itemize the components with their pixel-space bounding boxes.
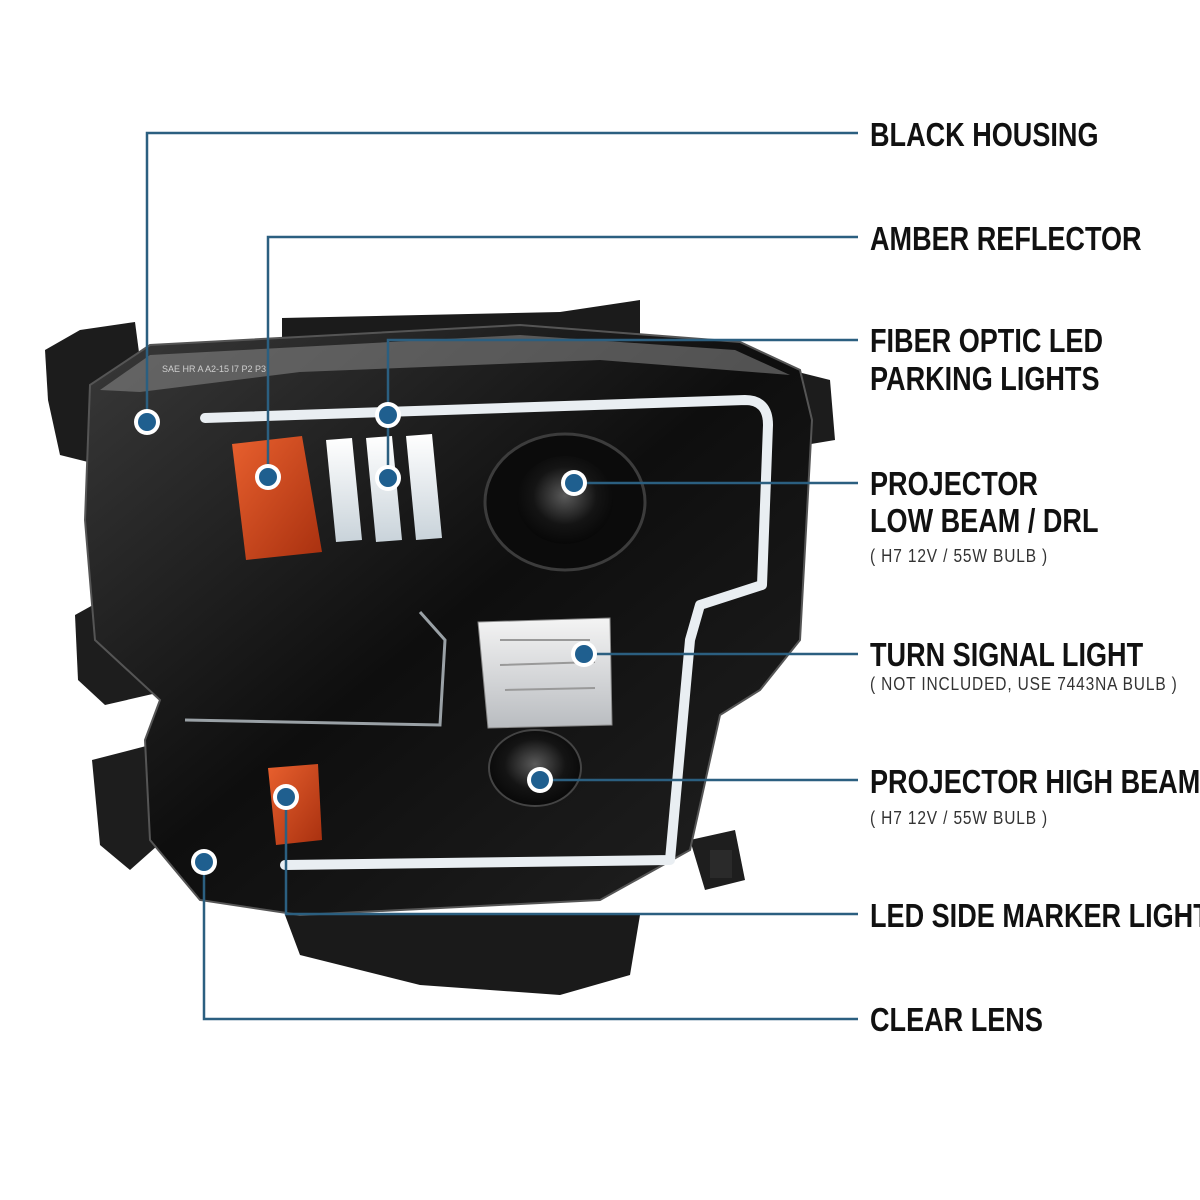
label-amber-reflector: AMBER REFLECTOR bbox=[870, 220, 1142, 257]
dot-black-housing bbox=[134, 409, 160, 435]
label-projector-high: PROJECTOR HIGH BEAM bbox=[870, 763, 1200, 800]
leader-black-housing bbox=[145, 131, 858, 422]
lower-light-bar bbox=[184, 611, 447, 727]
note-projector-high: ( H7 12V / 55W BULB ) bbox=[870, 808, 1049, 828]
callout-dots bbox=[134, 402, 597, 875]
label-side-marker: LED SIDE MARKER LIGHT bbox=[870, 897, 1200, 934]
leader-fiber-optic bbox=[386, 338, 858, 478]
label-fiber-optic-line2: PARKING LIGHTS bbox=[870, 360, 1100, 397]
dot-turn-signal bbox=[571, 641, 597, 667]
leader-clear-lens bbox=[202, 862, 858, 1021]
note-projector-low: ( H7 12V / 55W BULB ) bbox=[870, 546, 1049, 566]
dot-fiber-optic-top bbox=[375, 402, 401, 428]
label-clear-lens: CLEAR LENS bbox=[870, 1001, 1043, 1038]
label-fiber-optic-line1: FIBER OPTIC LED bbox=[870, 322, 1104, 359]
dot-fiber-optic-bottom bbox=[375, 465, 401, 491]
drl-light-bar bbox=[200, 395, 773, 870]
label-projector-low-line2: LOW BEAM / DRL bbox=[870, 502, 1099, 539]
turn-signal-reflector bbox=[477, 617, 613, 729]
low-beam-projector-lens bbox=[517, 456, 613, 544]
leader-amber-reflector bbox=[266, 235, 858, 477]
connector bbox=[710, 850, 732, 878]
led-blade-3 bbox=[406, 434, 442, 540]
headlight-assembly: SAE HR A A2-15 I7 P2 P3 bbox=[45, 300, 835, 995]
bracket-bottom bbox=[285, 915, 640, 995]
amber-reflector bbox=[232, 436, 322, 560]
label-black-housing: BLACK HOUSING bbox=[870, 116, 1099, 153]
lens-marking: SAE HR A A2-15 I7 P2 P3 bbox=[162, 364, 266, 374]
leader-side-marker bbox=[284, 797, 858, 916]
dot-side-marker bbox=[273, 784, 299, 810]
dot-projector-high bbox=[527, 767, 553, 793]
dot-projector-low bbox=[561, 470, 587, 496]
label-turn-signal: TURN SIGNAL LIGHT bbox=[870, 636, 1144, 673]
dot-amber-reflector bbox=[255, 464, 281, 490]
label-projector-low-line1: PROJECTOR bbox=[870, 465, 1038, 502]
lens-highlight bbox=[100, 335, 790, 392]
note-turn-signal: ( NOT INCLUDED, USE 7443NA BULB ) bbox=[870, 674, 1178, 694]
leader-lines bbox=[145, 131, 858, 1021]
led-blade-1 bbox=[326, 438, 362, 542]
dot-clear-lens bbox=[191, 849, 217, 875]
